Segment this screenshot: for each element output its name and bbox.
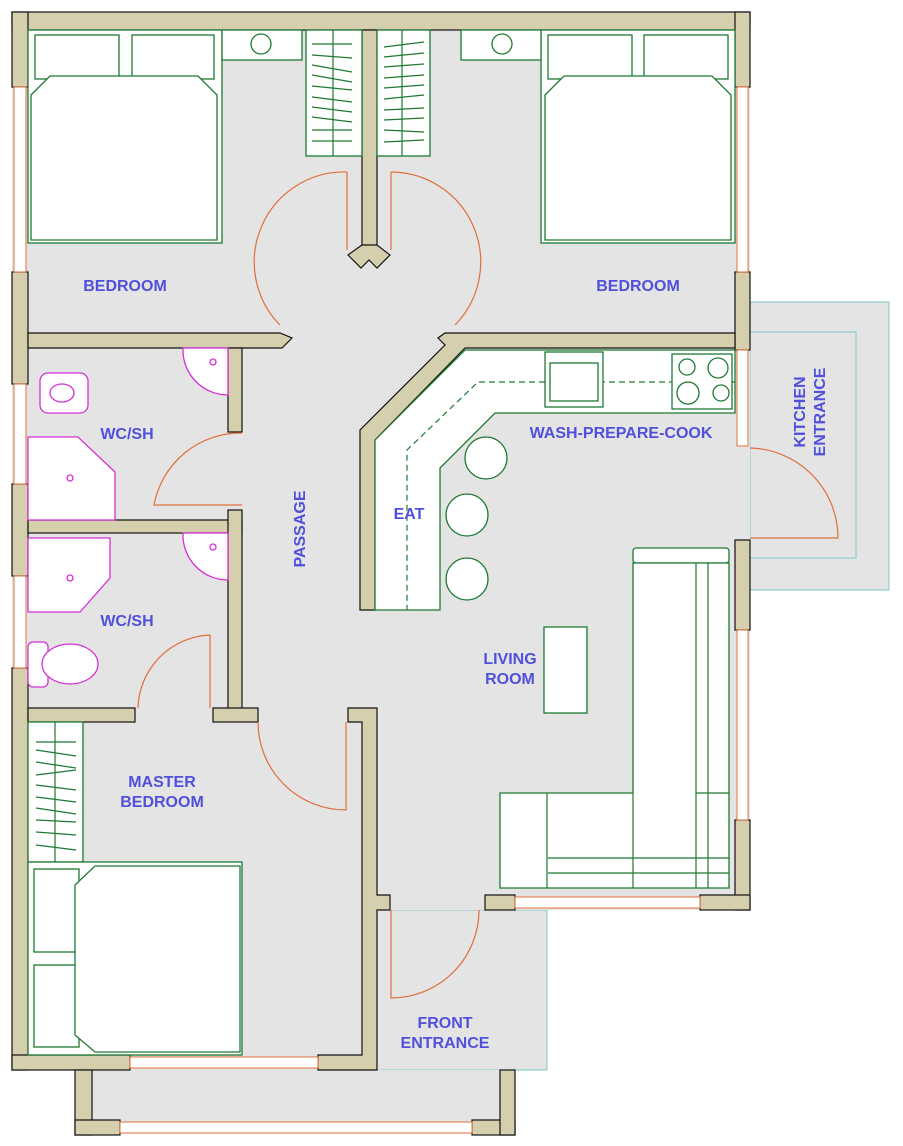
- room-label-eat: EAT: [393, 506, 425, 523]
- windows: [13, 86, 749, 1134]
- wardrobe-left: [305, 29, 363, 157]
- room-label-kitchen: WASH-PREPARE-COOK: [529, 425, 713, 442]
- master-line2: BEDROOM: [120, 794, 204, 811]
- kitchen-entrance-line1: KITCHEN: [792, 376, 809, 448]
- bed-left: [27, 29, 223, 244]
- room-label-front-entrance: FRONT ENTRANCE: [390, 1014, 500, 1054]
- kitchen-entrance-line2: ENTRANCE: [812, 367, 829, 457]
- nightstand-left: [221, 29, 303, 61]
- bay-floor: [92, 1070, 500, 1122]
- nightstand-right: [460, 29, 542, 61]
- living-line1: LIVING: [483, 651, 537, 668]
- doors: [137, 171, 839, 999]
- kitchen-entrance-step: [749, 331, 857, 559]
- bar-stools: [445, 436, 508, 601]
- bed-right: [540, 29, 736, 244]
- room-label-passage: PASSAGE: [292, 490, 309, 568]
- kitchen-counter: [374, 349, 736, 611]
- room-label-bedroom-right: BEDROOM: [596, 278, 680, 295]
- room-label-wc-bottom: WC/SH: [100, 613, 154, 630]
- bed-master: [27, 861, 243, 1056]
- wardrobe-right: [376, 29, 431, 157]
- wardrobe-master: [27, 721, 84, 863]
- sofa: [499, 547, 730, 889]
- room-label-living: LIVING ROOM: [465, 650, 555, 690]
- coffee-table: [543, 626, 588, 714]
- room-label-wc-top: WC/SH: [100, 426, 154, 443]
- room-label-bedroom-left: BEDROOM: [83, 278, 167, 295]
- room-label-kitchen-entrance: KITCHEN ENTRANCE: [791, 352, 831, 472]
- living-line2: ROOM: [485, 671, 535, 688]
- front-line1: FRONT: [417, 1015, 473, 1032]
- master-line1: MASTER: [128, 774, 196, 791]
- room-label-master-bedroom: MASTER BEDROOM: [107, 773, 217, 813]
- sanitary-fixtures: [27, 347, 229, 688]
- front-line2: ENTRANCE: [400, 1035, 490, 1052]
